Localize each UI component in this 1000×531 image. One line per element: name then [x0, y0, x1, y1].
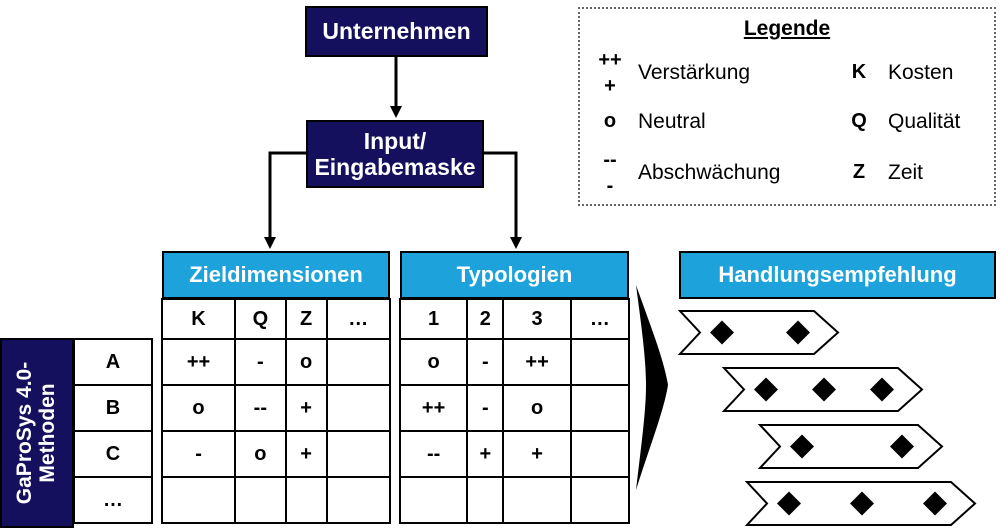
zd-cell-2-1: o — [234, 430, 287, 478]
legend-title: Legende — [743, 17, 831, 40]
legend-dim-key: Z — [852, 161, 866, 183]
typologien-header: Typologien — [400, 251, 629, 299]
table-row: B — [73, 384, 153, 432]
ty-cell-0-1: - — [466, 338, 505, 386]
input-label: Input/ Eingabemaske — [314, 127, 476, 180]
zd-cell-0-3 — [325, 338, 392, 386]
ty-cell-0-3 — [569, 338, 631, 386]
zd-cell-1-1: -- — [234, 384, 287, 432]
legend-dim-text: Kosten — [888, 61, 954, 84]
recommendation-title: Handlungsempfehlung — [718, 262, 957, 287]
zd-column-3: … — [325, 298, 392, 340]
typologien-title: Typologien — [456, 262, 573, 287]
table-row: -o+ — [160, 430, 392, 478]
company-box: Unternehmen — [305, 6, 488, 57]
zd-cell-2-3 — [325, 430, 392, 478]
legend-symbol: -- - — [603, 149, 617, 197]
recommendation-header: Handlungsempfehlung — [679, 251, 996, 299]
zd-column-1: Q — [234, 298, 287, 340]
ty-cell-1-1: - — [466, 384, 505, 432]
ty-cell-2-0: -- — [398, 430, 469, 478]
ty-column-3: … — [569, 298, 631, 340]
ty-cell-2-3 — [569, 430, 631, 478]
table-row: C — [73, 430, 153, 478]
zd-cell-3-1 — [234, 476, 287, 524]
zieldimensionen-title: Zieldimensionen — [189, 262, 363, 287]
ty-cell-3-0 — [398, 476, 469, 524]
ty-cell-3-1 — [466, 476, 505, 524]
ty-cell-3-3 — [569, 476, 631, 524]
ty-cell-0-0: o — [398, 338, 469, 386]
zd-column-0: K — [160, 298, 237, 340]
methods-label: GaProSys 4.0- Methoden — [12, 361, 59, 505]
legend-symbol: o — [603, 110, 617, 132]
table-row — [398, 476, 631, 524]
ty-cell-3-2 — [502, 476, 572, 524]
zd-cell-1-3 — [325, 384, 392, 432]
arrow-input-to-zieldimensionen — [264, 151, 306, 249]
table-row: o-++ — [398, 338, 631, 386]
legend-text: Abschwächung — [638, 161, 781, 184]
table-row: A — [73, 338, 153, 386]
zd-cell-0-1: - — [234, 338, 287, 386]
table-row: ++-o — [160, 338, 392, 386]
ty-cell-0-2: ++ — [502, 338, 572, 386]
legend-box: Legende ++ + Verstärkung o Neutral -- - Absch… — [578, 7, 996, 206]
ty-cell-1-3 — [569, 384, 631, 432]
legend-dim-text: Zeit — [888, 161, 924, 184]
zd-cell-2-0: - — [160, 430, 237, 478]
table-row: --++ — [398, 430, 631, 478]
table-row: ++-o — [398, 384, 631, 432]
ty-column-1: 2 — [466, 298, 505, 340]
table-row — [160, 476, 392, 524]
method-1: B — [73, 384, 153, 432]
legend-dim-key: Q — [851, 110, 867, 132]
arrow-input-to-typologien — [484, 151, 522, 249]
legend-dim-key: K — [851, 61, 867, 83]
ty-cell-2-2: + — [502, 430, 572, 478]
ty-column-0: 1 — [398, 298, 469, 340]
zieldimensionen-header: Zieldimensionen — [162, 251, 390, 299]
table-row: o--+ — [160, 384, 392, 432]
zd-column-2: Z — [284, 298, 328, 340]
legend-symbol: ++ + — [598, 49, 622, 97]
zd-cell-3-3 — [325, 476, 392, 524]
company-label: Unternehmen — [322, 18, 471, 45]
method-0: A — [73, 338, 153, 386]
zd-cell-0-0: ++ — [160, 338, 237, 386]
method-2: C — [73, 430, 153, 478]
legend-dim-text: Qualität — [888, 110, 961, 133]
zd-cell-3-2 — [284, 476, 328, 524]
zd-cell-1-0: o — [160, 384, 237, 432]
zd-cell-0-2: o — [284, 338, 328, 386]
method-3: … — [73, 476, 153, 524]
methods-label-box — [0, 338, 74, 528]
ty-cell-1-0: ++ — [398, 384, 469, 432]
zd-cell-2-2: + — [284, 430, 328, 478]
zd-cell-1-2: + — [284, 384, 328, 432]
legend-text: Neutral — [638, 110, 706, 133]
big-arrow-to-recommendation — [636, 285, 668, 490]
table-row: … — [73, 476, 153, 524]
ty-cell-2-1: + — [466, 430, 505, 478]
ty-cell-1-2: o — [502, 384, 572, 432]
ty-column-2: 3 — [502, 298, 572, 340]
legend-text: Verstärkung — [638, 61, 751, 84]
input-box: Input/ Eingabemaske — [306, 120, 484, 188]
zd-cell-3-0 — [160, 476, 237, 524]
